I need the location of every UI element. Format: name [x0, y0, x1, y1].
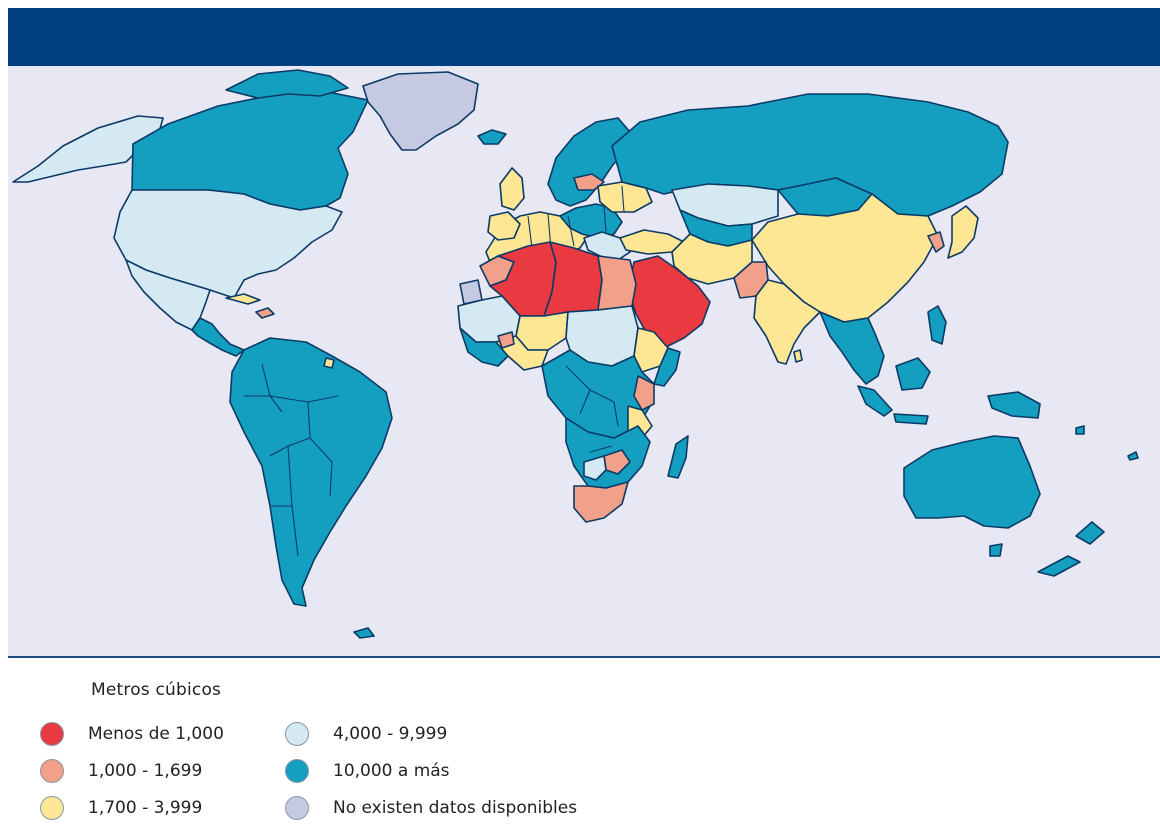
legend-swatch-1700-3999 [40, 796, 64, 820]
region-antarctic-fragment [353, 627, 375, 639]
region-sri-lanka [793, 349, 803, 363]
region-arabia [627, 255, 711, 349]
legend-item-1000-1699: 1,000 - 1,699 [40, 759, 202, 783]
legend-label-1700-3999: 1,700 - 3,999 [88, 798, 203, 818]
region-central-america [191, 317, 245, 357]
region-new-zealand-south [1037, 555, 1081, 577]
legend-label-lt1000: Menos de 1,000 [88, 724, 224, 744]
region-uk [499, 167, 525, 211]
region-borneo [895, 357, 931, 391]
legend-label-1000-1699: 1,000 - 1,699 [88, 761, 203, 781]
region-japan [947, 205, 979, 259]
legend-swatch-nodata [285, 796, 309, 820]
legend-item-lt1000: Menos de 1,000 [40, 722, 224, 746]
region-australia [903, 435, 1041, 529]
region-sumatra [857, 385, 893, 417]
region-island-pacific-1 [1127, 451, 1139, 461]
region-new-guinea [987, 391, 1041, 419]
legend-label-nodata: No existen datos disponibles [333, 798, 578, 818]
region-south-africa [573, 481, 629, 523]
legend-item-4000-9999: 4,000 - 9,999 [285, 722, 447, 746]
legend-swatch-4000-9999 [285, 722, 309, 746]
header-band [8, 8, 1160, 66]
region-hispaniola [255, 307, 275, 319]
region-iceland [477, 129, 507, 145]
south-america-borders [244, 363, 339, 557]
region-central-europe [559, 203, 623, 239]
legend-label-10000plus: 10,000 a más [333, 761, 450, 781]
legend-item-nodata: No existen datos disponibles [285, 796, 577, 820]
region-tasmania [989, 543, 1003, 557]
region-india [753, 279, 821, 365]
region-madagascar [667, 435, 689, 479]
legend-swatch-10000plus [285, 759, 309, 783]
region-cuba [225, 293, 261, 305]
region-arctic-islands [225, 69, 349, 99]
region-botswana [583, 455, 607, 481]
region-egypt [597, 255, 637, 311]
africa-borders [565, 365, 619, 453]
region-greenland [362, 71, 479, 151]
world-map-panel [8, 66, 1160, 658]
legend-label-4000-9999: 4,000 - 9,999 [333, 724, 448, 744]
europe-borders [527, 185, 625, 263]
region-island-pacific-2 [1075, 425, 1085, 435]
region-guiana [323, 357, 335, 369]
region-korea [927, 231, 945, 253]
region-new-zealand-north [1075, 521, 1105, 545]
legend-title: Metros cúbicos [91, 680, 222, 700]
region-java [893, 413, 929, 425]
region-philippines [927, 305, 947, 345]
legend-item-1700-3999: 1,700 - 3,999 [40, 796, 202, 820]
region-kenya [633, 375, 655, 411]
legend-swatch-1000-1699 [40, 759, 64, 783]
region-nigeria-dot [497, 331, 515, 349]
region-southeast-asia [819, 311, 885, 385]
legend-swatch-lt1000 [40, 722, 64, 746]
world-map [12, 69, 1139, 639]
legend: Metros cúbicos Menos de 1,000 1,000 - 1,… [40, 672, 680, 822]
region-balkans [583, 231, 631, 261]
region-iberia [487, 211, 521, 241]
region-west-coast [459, 327, 509, 367]
region-south-america [229, 337, 393, 607]
legend-item-10000plus: 10,000 a más [285, 759, 450, 783]
